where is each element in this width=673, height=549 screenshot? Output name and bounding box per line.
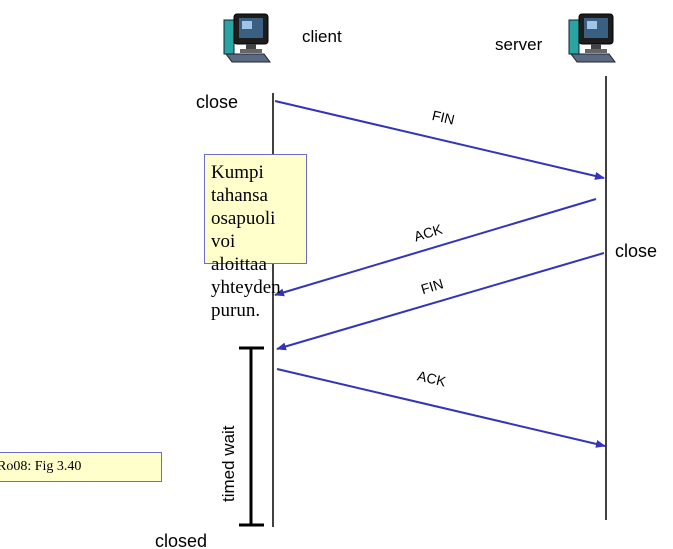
message-label-fin-2: FIN	[419, 275, 445, 297]
figure-reference: Ro08: Fig 3.40	[0, 452, 162, 482]
note-line-3: aloittaa yhteyden	[211, 254, 281, 298]
timed-wait-bracket	[239, 346, 264, 527]
message-arrow-fin-1	[274, 100, 605, 180]
message-arrow-ack-1	[274, 198, 597, 297]
server-close-label: close	[615, 241, 657, 261]
note-box: Kumpi tahansa osapuoli voi aloittaa yhte…	[204, 154, 307, 321]
server-computer-icon	[568, 13, 616, 63]
timed-wait-label: timed wait	[219, 425, 238, 502]
client-closed-label: closed	[155, 531, 207, 549]
note-line-1: Kumpi tahansa	[211, 162, 268, 206]
message-label-ack-2: ACK	[416, 367, 448, 389]
message-arrow-fin-2	[276, 252, 605, 351]
message-label-fin-1: FIN	[431, 107, 457, 128]
server-label: server	[495, 35, 543, 54]
message-arrow-ack-2	[276, 368, 606, 448]
note-line-4: purun.	[211, 300, 261, 321]
client-computer-icon	[223, 13, 271, 63]
note-line-2: osapuoli voi	[211, 208, 276, 252]
client-close-label: close	[196, 92, 238, 112]
client-label: client	[302, 27, 342, 46]
message-label-ack-1: ACK	[412, 221, 445, 245]
